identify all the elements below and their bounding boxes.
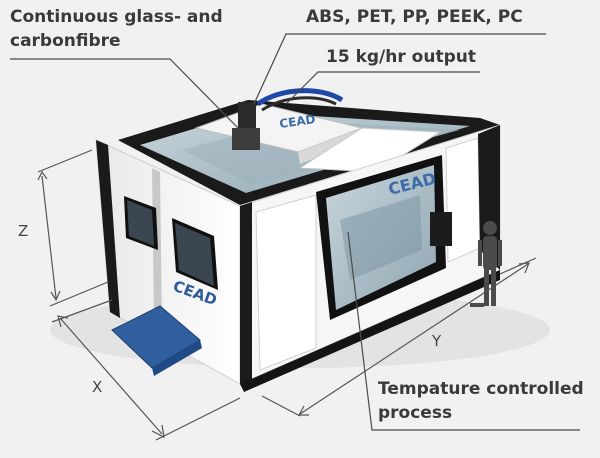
- x-axis-label: X: [92, 378, 102, 396]
- gantry-logo: CEAD: [278, 112, 316, 131]
- callout-output: 15 kg/hr output: [326, 47, 476, 67]
- y-axis-label: Y: [431, 332, 442, 350]
- x-dimension: [51, 299, 241, 441]
- z-dimension: [37, 149, 109, 307]
- gantry-beam: CEAD: [194, 88, 442, 173]
- callout-fibre-line2: carbonfibre: [10, 31, 121, 51]
- callout-fibre-line1: Continuous glass- and: [10, 7, 223, 27]
- callout-temperature-line1: Tempature controlled: [378, 379, 584, 399]
- callout-materials: ABS, PET, PP, PEEK, PC: [306, 7, 523, 27]
- material-tray-lip: [152, 340, 202, 376]
- z-axis-label: Z: [18, 222, 28, 240]
- callout-temperature-line2: process: [378, 403, 453, 423]
- callout-leaders: [10, 33, 580, 431]
- y-dimension: [261, 257, 537, 417]
- front-wall: CEAD: [239, 124, 501, 392]
